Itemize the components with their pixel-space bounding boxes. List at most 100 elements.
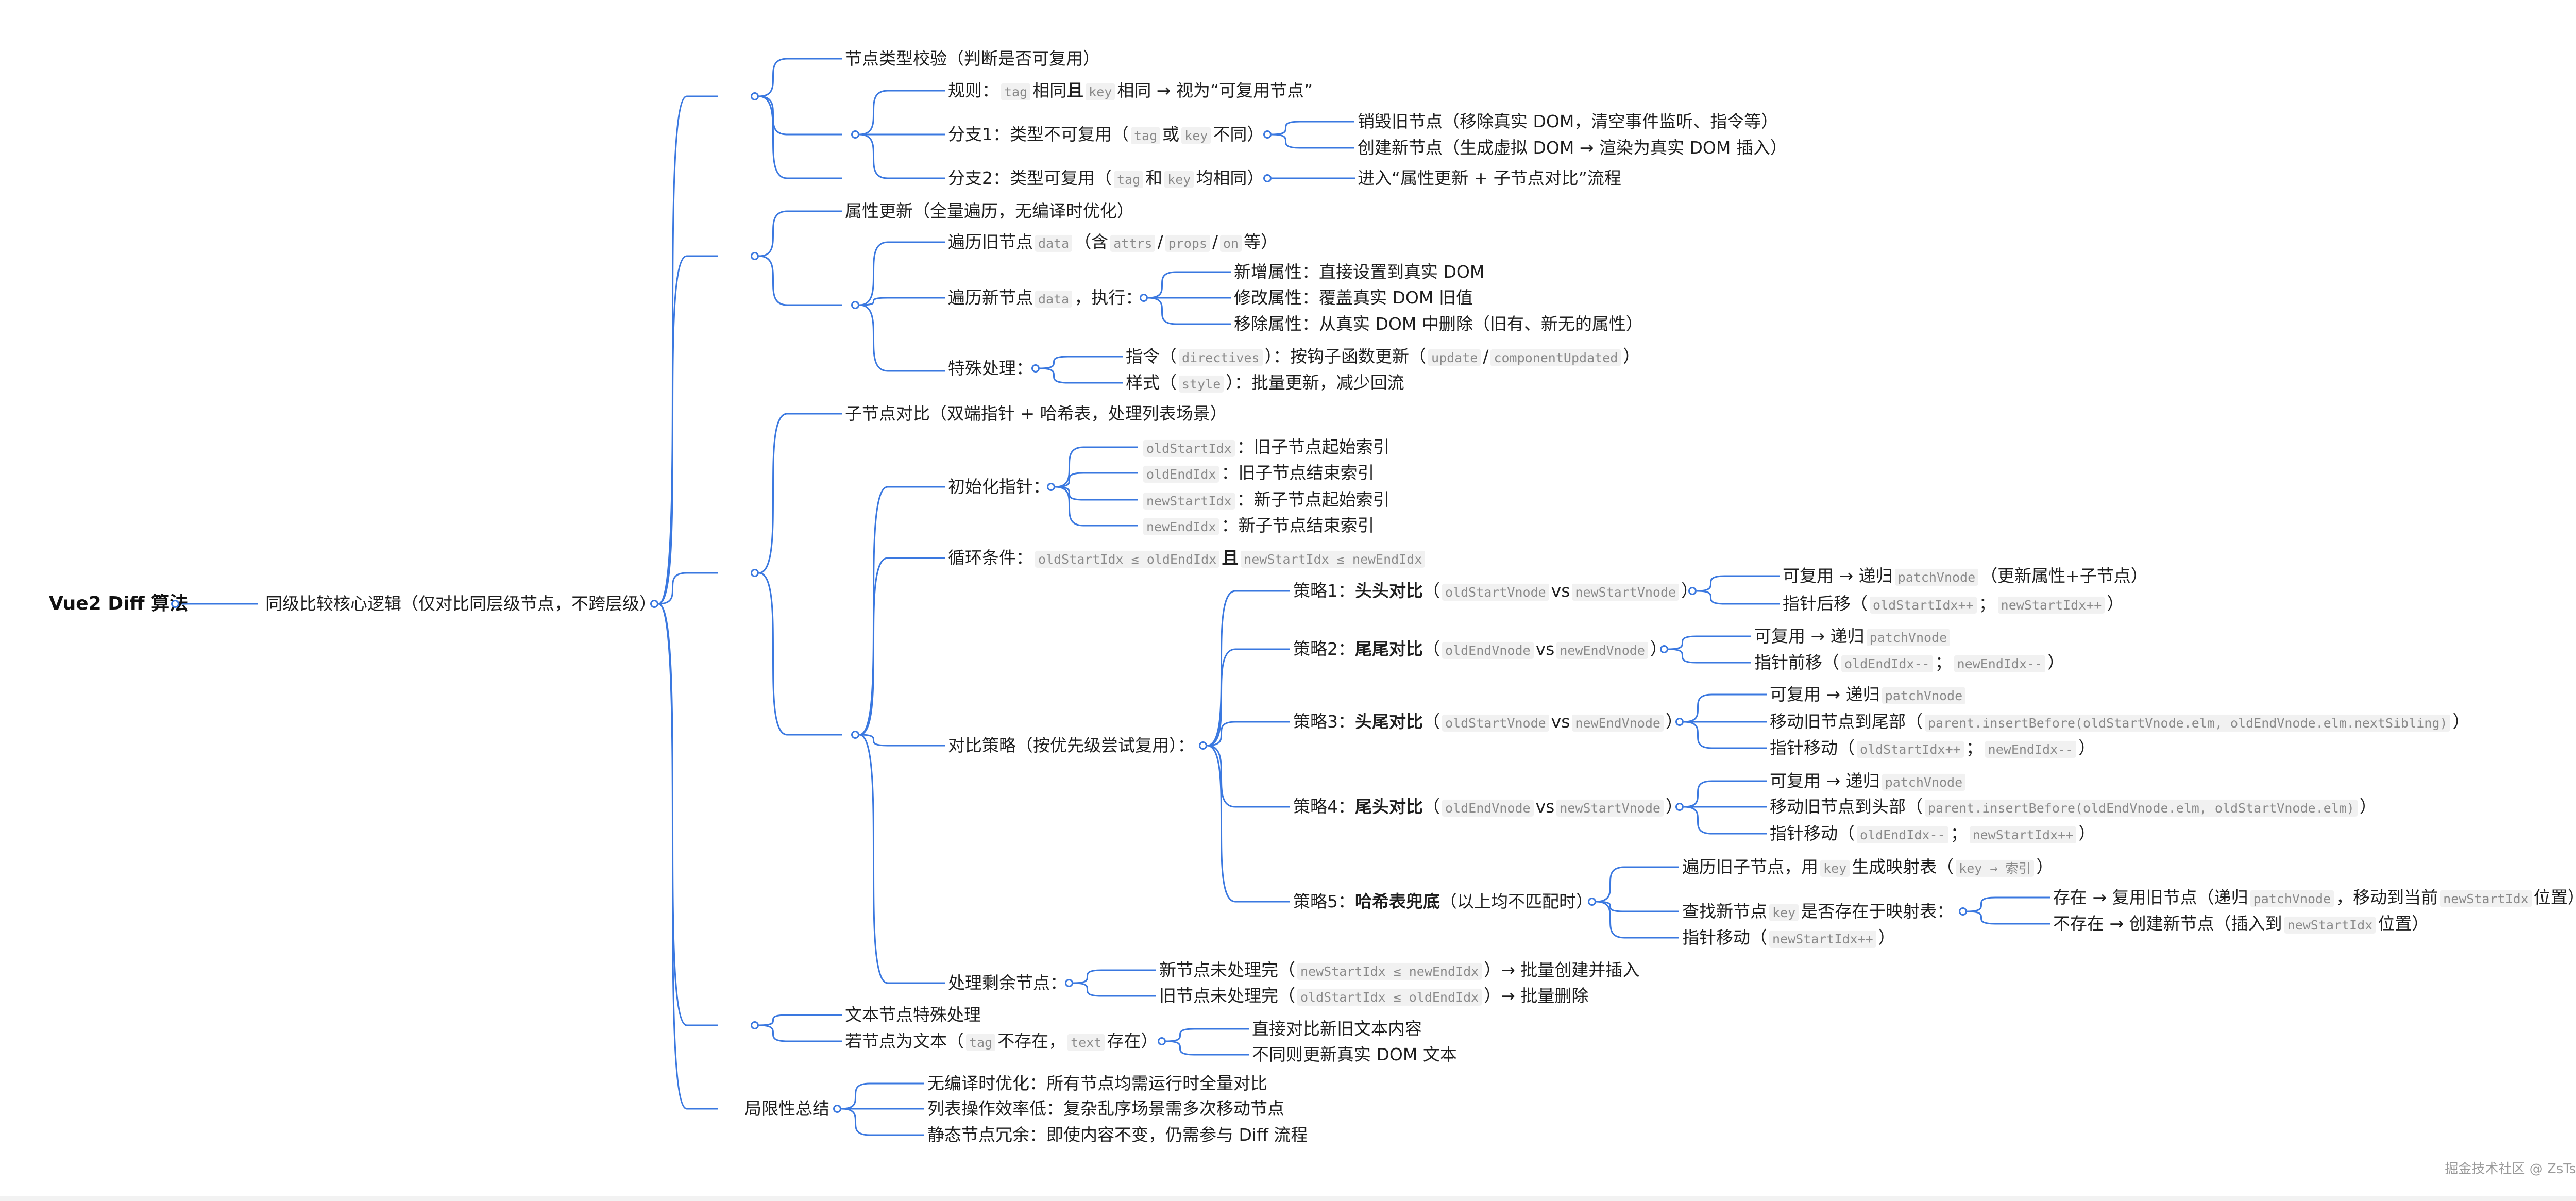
collapse-toggle[interactable] [1660, 645, 1668, 653]
text-segment: ，移动到当前 [2336, 887, 2438, 907]
root-node[interactable]: Vue2 Diff 算法 [49, 593, 189, 615]
enter-update-node[interactable]: 进入“属性更新 + 子节点对比”流程 [1358, 168, 1621, 188]
old-end-idx-node[interactable]: oldEndIdx：旧子节点结束索引 [1141, 463, 1374, 483]
limit-list-node[interactable]: 列表操作效率低：复杂乱序场景需多次移动节点 [927, 1099, 1284, 1118]
compare-text-node[interactable]: 直接对比新旧文本内容 [1252, 1019, 1422, 1038]
code-chip: patchVnode [1866, 629, 1951, 646]
connector-line [658, 603, 718, 1110]
text-segment: 分支2：类型可复用（ [948, 167, 1112, 188]
s3-move-node[interactable]: 移动旧节点到尾部（parent.insertBefore(oldStartVno… [1770, 711, 2470, 732]
type-check-node[interactable]: 节点类型校验（判断是否可复用） [845, 48, 1100, 69]
s1-move-node[interactable]: 指针后移（oldStartIdx++；newStartIdx++） [1783, 594, 2124, 614]
s4-move-node[interactable]: 移动旧节点到头部（parent.insertBefore(oldEndVnode… [1770, 797, 2377, 817]
collapse-toggle[interactable] [751, 92, 759, 100]
text-segment: 遍历新节点 [948, 287, 1033, 308]
collapse-toggle[interactable] [1140, 294, 1148, 302]
connector-line [658, 572, 718, 605]
collapse-toggle[interactable] [833, 1105, 841, 1113]
limit-compile-node[interactable]: 无编译时优化：所有节点均需运行时全量对比 [927, 1074, 1267, 1093]
code-chip: key [1086, 83, 1115, 100]
connector-line [758, 1024, 842, 1042]
collapse-toggle[interactable] [1047, 483, 1055, 491]
collapse-toggle[interactable] [1588, 898, 1596, 906]
text-segment: 策略4： [1293, 796, 1355, 817]
connector-line [1207, 745, 1290, 808]
limits-node[interactable]: 局限性总结 [744, 1098, 829, 1119]
new-end-idx-node[interactable]: newEndIdx：新子节点结束索引 [1141, 516, 1374, 535]
remain-old-node[interactable]: 旧节点未处理完（oldStartIdx ≤ oldEndIdx）→ 批量删除 [1159, 986, 1588, 1006]
bottom-scrollbar[interactable] [0, 1196, 2576, 1201]
collapse-toggle[interactable] [1263, 174, 1272, 182]
update-text-node[interactable]: 不同则更新真实 DOM 文本 [1252, 1045, 1457, 1064]
init-pointers-node[interactable]: 初始化指针： [948, 477, 1050, 496]
s2-move-node[interactable]: 指针前移（oldEndIdx--；newEndIdx--） [1754, 653, 2064, 672]
text-node-title[interactable]: 文本节点特殊处理 [845, 1004, 981, 1025]
s4-pointer-node[interactable]: 指针移动（oldEndIdx--；newStartIdx++） [1770, 824, 2095, 843]
remove-attr-node[interactable]: 移除属性：从真实 DOM 中删除（旧有、新无的属性） [1234, 314, 1643, 333]
collapse-toggle[interactable] [851, 301, 859, 309]
text-segment: 可复用 → 递归 [1770, 684, 1880, 704]
style-node[interactable]: 样式（style）：批量更新，减少回流 [1126, 372, 1404, 393]
strategy5-node[interactable]: 策略5：哈希表兜底（以上均不匹配时） [1293, 892, 1593, 911]
collapse-toggle[interactable] [751, 1021, 759, 1029]
destroy-old-node[interactable]: 销毁旧节点（移除真实 DOM，清空事件监听、指令等） [1358, 112, 1778, 131]
text-segment: ） [2452, 711, 2470, 732]
code-chip: oldStartIdx++ [1870, 596, 1977, 614]
text-segment: 新节点未处理完（ [1159, 959, 1295, 980]
collapse-toggle[interactable] [851, 731, 859, 739]
root-toggle[interactable] [171, 600, 179, 608]
modify-attr-node[interactable]: 修改属性：覆盖真实 DOM 旧值 [1234, 288, 1473, 307]
code-chip: tag [1131, 127, 1161, 144]
old-start-idx-node[interactable]: oldStartIdx：旧子节点起始索引 [1141, 437, 1390, 457]
collapse-toggle[interactable] [1263, 130, 1272, 139]
attr-update-node[interactable]: 属性更新（全量遍历，无编译时优化） [845, 200, 1134, 221]
collapse-toggle[interactable] [1158, 1037, 1166, 1045]
s5-pointer-node[interactable]: 指针移动（newStartIdx++） [1682, 928, 1895, 948]
remaining-node[interactable]: 处理剩余节点： [948, 973, 1067, 992]
collapse-toggle[interactable] [650, 600, 658, 608]
collapse-toggle[interactable] [1031, 364, 1040, 373]
special-node[interactable]: 特殊处理： [948, 359, 1033, 378]
remain-new-node[interactable]: 新节点未处理完（newStartIdx ≤ newEndIdx）→ 批量创建并插… [1159, 959, 1639, 980]
directive-node[interactable]: 指令（directives）：按钩子函数更新（update/componentU… [1126, 347, 1640, 366]
limit-static-node[interactable]: 静态节点冗余：即使内容不变，仍需参与 Diff 流程 [927, 1125, 1308, 1144]
collapse-toggle[interactable] [751, 569, 759, 577]
collapse-toggle[interactable] [1688, 587, 1697, 595]
add-attr-node[interactable]: 新增属性：直接设置到真实 DOM [1234, 262, 1484, 281]
core-logic-node[interactable]: 同级比较核心逻辑（仅对比同层级节点，不跨层级） [265, 593, 656, 614]
collapse-toggle[interactable] [1199, 741, 1207, 750]
collapse-toggle[interactable] [1065, 979, 1073, 987]
text-segment: 是否存在于映射表： [1801, 901, 1954, 921]
collapse-toggle[interactable] [1675, 803, 1684, 811]
text-segment: ）：批量更新，减少回流 [1226, 372, 1404, 393]
collapse-toggle[interactable] [1959, 907, 1967, 916]
new-start-idx-node[interactable]: newStartIdx：新子节点起始索引 [1141, 490, 1390, 510]
code-chip: newEndVnode [1556, 641, 1648, 659]
s3-pointer-node[interactable]: 指针移动（oldStartIdx++；newEndIdx--） [1770, 738, 2095, 758]
create-new-node[interactable]: 创建新节点（生成虚拟 DOM → 渲染为真实 DOM 插入） [1358, 138, 1787, 157]
strategy-node[interactable]: 对比策略（按优先级尝试复用）： [948, 736, 1195, 755]
collapse-toggle[interactable] [1675, 718, 1684, 726]
children-diff-node[interactable]: 子节点对比（双端指针 + 哈希表，处理列表场景） [845, 403, 1227, 424]
collapse-toggle[interactable] [751, 252, 759, 260]
collapse-toggle[interactable] [851, 130, 859, 139]
